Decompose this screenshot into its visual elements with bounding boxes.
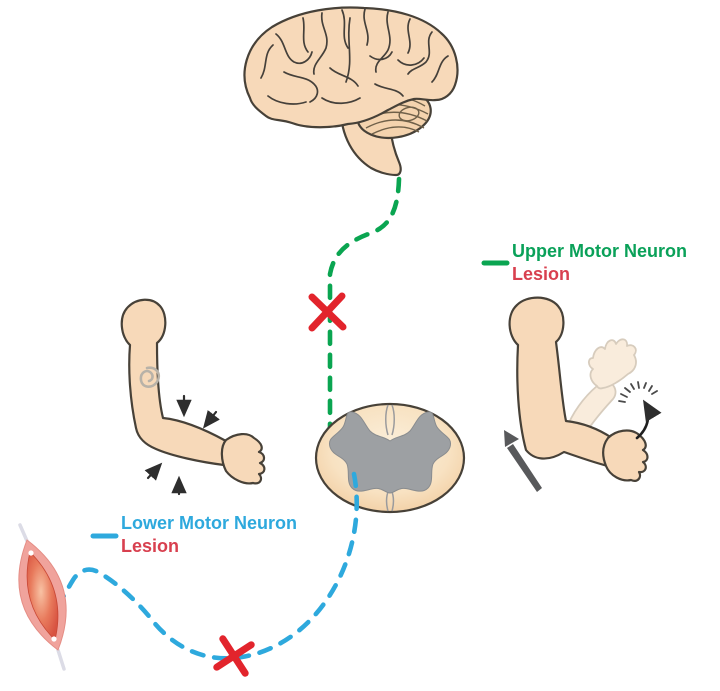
- umn-legend-sublabel: Lesion: [512, 264, 571, 284]
- spinal-cord-cross-section: [314, 402, 466, 514]
- lmn-legend-sublabel: Lesion: [121, 536, 180, 556]
- lmn-legend: Lower Motor Neuron Lesion: [121, 512, 297, 558]
- clonus-ticks-icon: [618, 381, 658, 403]
- lmn-lesion-x-icon: [213, 635, 255, 677]
- lmn-affected-arm: [120, 298, 266, 496]
- umn-affected-arm: [504, 296, 662, 492]
- umn-legend-label: Upper Motor Neuron: [512, 241, 687, 261]
- muscle-tendon-bottom: [56, 648, 66, 671]
- muscle-tendon-top: [18, 523, 29, 543]
- brain-illustration: [243, 6, 459, 177]
- lmn-pathway-dashed-line: [59, 471, 359, 661]
- muscle-attach-dot-bottom: [51, 636, 57, 642]
- anterior-median-fissure: [385, 404, 395, 512]
- gray-matter-butterfly: [328, 411, 452, 494]
- muscle-illustration: [18, 523, 67, 671]
- ghost-open-hand: [587, 338, 637, 390]
- umn-arm-body: [508, 296, 614, 468]
- atrophy-arrow-lower-left-icon: [144, 462, 163, 481]
- gyri-lines: [260, 8, 449, 105]
- lmn-legend-label: Lower Motor Neuron: [121, 513, 297, 533]
- cerebellum-vermis: [398, 106, 420, 122]
- lmn-arm-hand: [220, 433, 266, 485]
- umn-lesion-x-icon: [308, 292, 347, 332]
- spasm-arrow-icon: [635, 399, 662, 440]
- cerebrum: [243, 6, 459, 129]
- atrophy-arrow-upper-right-icon: [202, 409, 220, 429]
- atrophy-arrows: [144, 394, 220, 496]
- umn-arm-fist: [602, 429, 649, 482]
- lmn-arm-body: [120, 298, 231, 467]
- fasciculation-mark-icon: [139, 366, 161, 388]
- hypertonia-arrow-icon: [504, 430, 542, 492]
- umn-legend: Upper Motor Neuron Lesion: [512, 240, 687, 286]
- muscle-attach-dot-top: [28, 550, 34, 556]
